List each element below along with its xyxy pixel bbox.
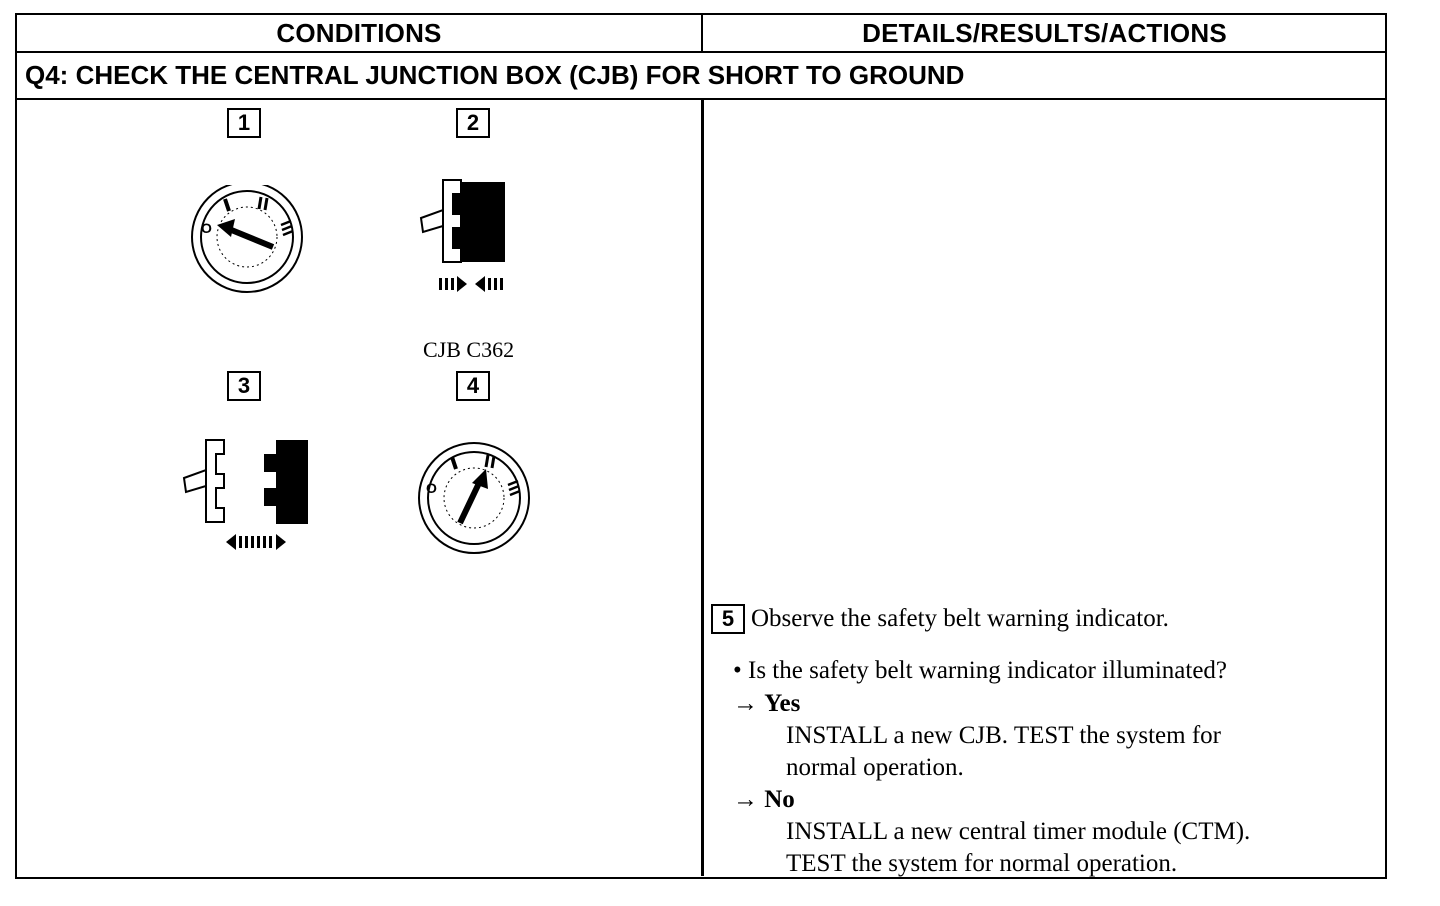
answer-no: → No: [733, 786, 795, 814]
no-action-line-1: INSTALL a new central timer module (CTM)…: [786, 818, 1251, 845]
step-5-box: 5: [711, 604, 745, 634]
body-row: [17, 100, 1385, 876]
question-row: Q4: CHECK THE CENTRAL JUNCTION BOX (CJB)…: [17, 53, 1385, 100]
switch-mark-off: O: [426, 480, 437, 496]
details-header: DETAILS/RESULTS/ACTIONS: [862, 17, 1227, 48]
yes-action-line-2: normal operation.: [786, 754, 964, 781]
no-label: No: [764, 786, 795, 813]
arrow-icon: →: [733, 690, 758, 717]
step-2-box: 2: [456, 108, 490, 138]
column-divider: [701, 100, 704, 876]
yes-action-line-1: INSTALL a new CJB. TEST the system for: [786, 722, 1221, 749]
header-row: CONDITIONS DETAILS/RESULTS/ACTIONS: [17, 15, 1385, 53]
step-5-text: Observe the safety belt warning indicato…: [751, 605, 1169, 632]
yes-label: Yes: [764, 690, 801, 717]
connector-label: CJB C362: [423, 337, 515, 362]
connector-connect-icon: [419, 179, 505, 292]
no-action-line-2: TEST the system for normal operation.: [786, 850, 1178, 877]
arrow-icon: →: [733, 786, 758, 813]
answer-yes: → Yes: [733, 690, 800, 718]
question-title: Q4: CHECK THE CENTRAL JUNCTION BOX (CJB)…: [25, 60, 965, 90]
check-question: • Is the safety belt warning indicator i…: [733, 657, 1228, 684]
ignition-switch-off-icon: O: [191, 185, 303, 293]
switch-mark-off: O: [201, 220, 212, 236]
conditions-header: CONDITIONS: [17, 15, 703, 51]
step-4-box: 4: [456, 371, 490, 401]
diagnostic-table: CONDITIONS DETAILS/RESULTS/ACTIONS Q4: C…: [15, 13, 1387, 879]
connector-disconnect-icon: [182, 439, 308, 550]
ignition-switch-run-icon: O: [418, 442, 530, 554]
step-5-action: 5 Observe the safety belt warning indica…: [711, 604, 1169, 634]
step-1-box: 1: [227, 108, 261, 138]
step-3-box: 3: [227, 371, 261, 401]
